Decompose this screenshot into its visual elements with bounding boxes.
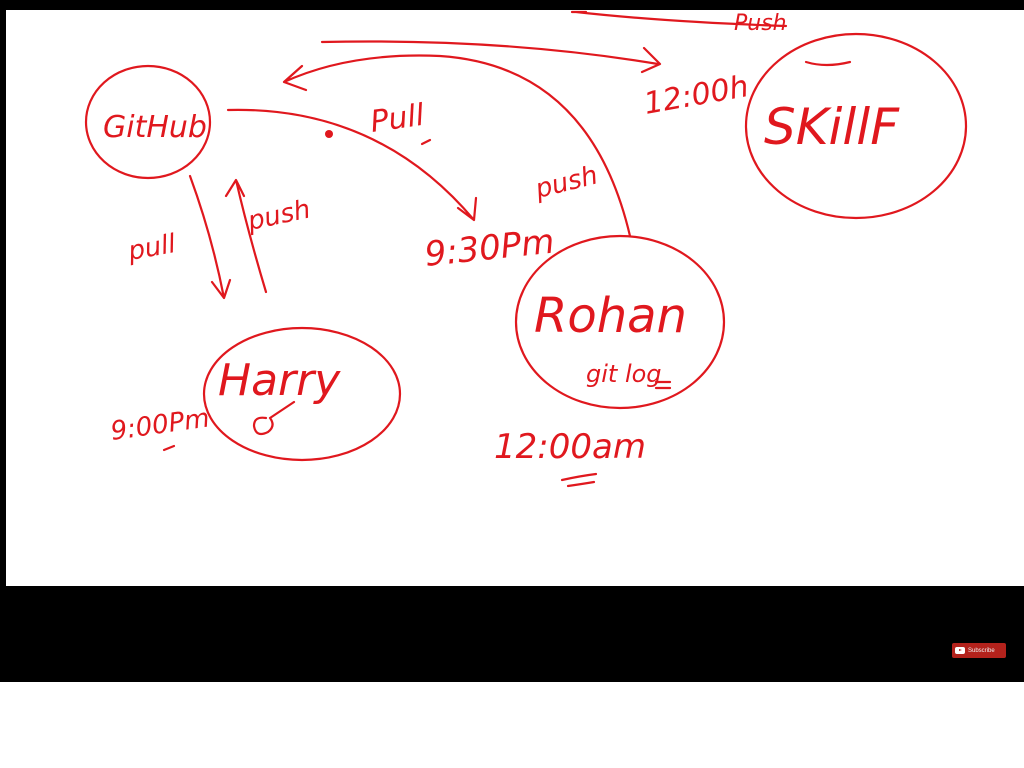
harry-underline-squiggle: [252, 400, 296, 436]
skillf-node-circle: [744, 32, 968, 220]
time-rohan-label: 12:00am: [494, 427, 646, 467]
video-bottom-bar: Subscribe: [6, 586, 1024, 682]
top-partial-arrow: [570, 10, 788, 28]
skillf-node-label: SKillF: [764, 98, 900, 156]
rohan-git-log-label: git log: [586, 360, 662, 388]
push-arrow-up: [224, 178, 268, 294]
harry-node-circle: [202, 326, 402, 462]
left-black-edge: [0, 10, 6, 682]
rohan-node-label: Rohan: [534, 288, 687, 344]
push-left-label: push: [244, 194, 313, 237]
harry-node-label: Harry: [218, 355, 341, 406]
push-top-label: Push: [734, 11, 787, 36]
pull-tick: [420, 138, 432, 146]
subscribe-label: Subscribe: [968, 647, 995, 654]
pull-top-label: Pull: [368, 98, 427, 140]
pull-arrow-to-930: [226, 108, 478, 222]
rohan-log-underline: [654, 380, 672, 390]
pull-arrow-down: [188, 174, 232, 300]
arrow-top-to-skillf: [320, 40, 662, 74]
time-skillf-label: 12:00h: [641, 69, 751, 122]
push-right-label: push: [531, 160, 600, 205]
github-node-circle: [84, 64, 212, 180]
push-curve-rohan-to-top: [282, 54, 632, 238]
subscribe-button[interactable]: Subscribe: [952, 643, 1006, 658]
time-930-label: 9:30Pm: [423, 222, 556, 275]
youtube-logo-icon: [955, 647, 965, 654]
laser-pointer-dot: [325, 130, 333, 138]
whiteboard-drawing: GitHub Harry Rohan git log SKillF pull p…: [84, 10, 968, 488]
skillf-top-dash: [804, 60, 852, 67]
whiteboard-canvas: GitHub Harry Rohan git log SKillF pull p…: [6, 10, 1024, 586]
time-harry-label: 9:00Pm: [109, 403, 212, 447]
time-harry-underline: [162, 444, 176, 452]
rohan-node-circle: [514, 234, 726, 410]
time-rohan-underline: [560, 472, 598, 488]
top-black-bar: [0, 0, 1024, 10]
github-node-label: GitHub: [103, 110, 207, 145]
pull-left-label: pull: [125, 229, 179, 267]
